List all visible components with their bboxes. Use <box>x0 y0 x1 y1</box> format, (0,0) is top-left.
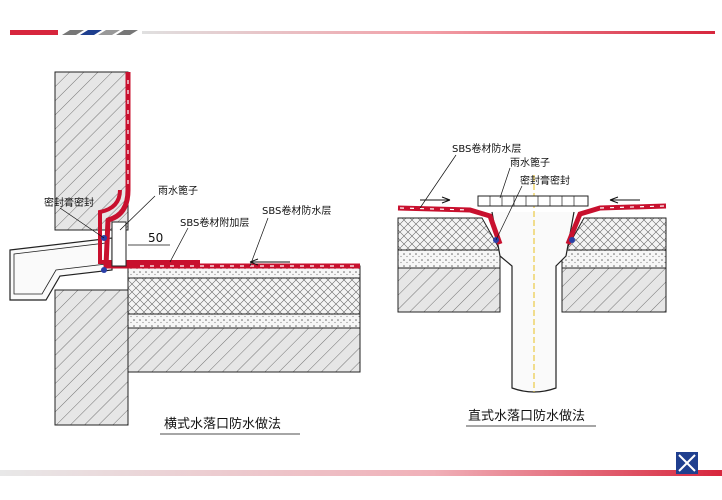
label-sealant-left: 密封膏密封 <box>44 196 94 209</box>
right-sealant-dot-2 <box>569 237 575 243</box>
left-dimension-text: 50 <box>148 231 163 245</box>
right-detail: SBS卷材防水层 雨水篦子 密封膏密封 直式水落口防水做法 <box>397 142 667 427</box>
label-sbs-additional-left: SBS卷材附加层 <box>180 216 249 229</box>
logo-mark <box>678 454 696 472</box>
top-bar-gray-stripe <box>62 30 84 35</box>
right-caption: 直式水落口防水做法 <box>468 408 585 424</box>
left-sealant-dot-2 <box>101 267 107 273</box>
top-bar-gray-stripe-2 <box>98 30 120 35</box>
left-caption: 横式水落口防水做法 <box>164 416 281 432</box>
left-insulation-layer <box>127 277 361 315</box>
top-bar-gray-stripe-3 <box>116 30 138 35</box>
leader-rain-grate <box>119 195 156 231</box>
left-sbs-membrane <box>103 72 360 269</box>
left-structural-slab <box>127 327 361 373</box>
label-sbs-waterproof-right: SBS卷材防水层 <box>452 142 521 155</box>
waterproof-detail-drawing: 50 雨水篦子 密封膏密封 SBS卷材附加层 SBS卷材防水层 横式水落口防水做… <box>9 71 667 435</box>
top-bar-red-segment <box>10 30 58 35</box>
right-rain-grate <box>477 195 589 207</box>
bottom-bar-gradient <box>0 470 722 476</box>
leader-sealant-right <box>495 185 523 241</box>
label-rain-grate-left: 雨水篦子 <box>158 184 198 197</box>
right-structural-slab <box>397 267 501 313</box>
right-structural-slab-2 <box>561 267 667 313</box>
right-insulation-right <box>565 217 667 251</box>
right-sbs-membrane-left <box>397 205 503 245</box>
left-leveling-layer <box>127 313 361 329</box>
leader-sealant <box>59 207 105 239</box>
right-insulation-left <box>397 217 501 251</box>
right-rain-grate-slots <box>489 196 575 206</box>
company-logo-icon <box>676 452 698 474</box>
leader-sbs-waterproof <box>249 217 269 267</box>
right-membrane-dashes <box>399 205 665 211</box>
label-sealant-right: 密封膏密封 <box>520 174 570 187</box>
label-sbs-waterproof-left: SBS卷材防水层 <box>262 204 331 217</box>
right-leveling-left <box>397 249 501 269</box>
leader-rain-grate-right <box>499 167 511 199</box>
label-rain-grate-right: 雨水篦子 <box>510 156 550 169</box>
top-bar-gradient-line <box>142 31 715 34</box>
top-bar-blue-stripe <box>80 30 102 35</box>
left-wall-lower <box>54 289 129 426</box>
bottom-decorative-bar <box>0 470 722 476</box>
leader-sbs-additional <box>169 227 189 263</box>
right-flow-arrow-left <box>420 196 451 204</box>
top-decorative-bar <box>10 30 715 35</box>
left-rain-grate <box>111 221 127 267</box>
right-flow-arrow-right <box>609 196 640 204</box>
leader-sbs-waterproof-right <box>419 154 457 209</box>
left-sbs-additional-layer <box>98 189 200 264</box>
left-detail: 50 雨水篦子 密封膏密封 SBS卷材附加层 SBS卷材防水层 横式水落口防水做… <box>9 71 361 435</box>
left-wall <box>54 71 129 231</box>
right-leveling-right <box>561 249 667 269</box>
